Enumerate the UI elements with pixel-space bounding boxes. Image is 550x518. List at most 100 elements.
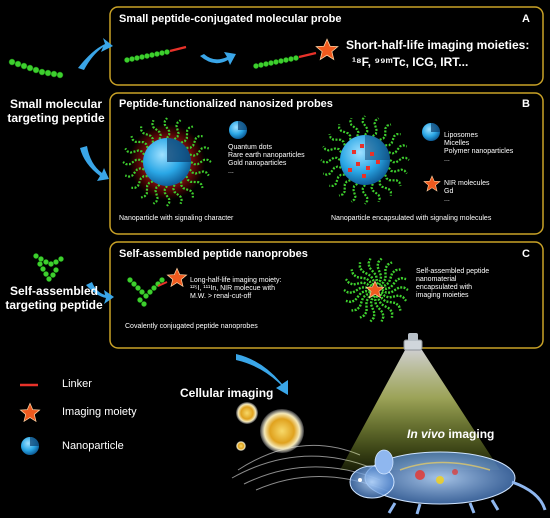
in-vivo-imaging-label: In vivo imaging	[407, 427, 494, 441]
list-item: Rare earth nanoparticles	[228, 152, 305, 159]
small-peptide-label-line1: Small molecular	[9, 97, 103, 111]
peptide-strand	[358, 262, 375, 285]
left-arrows	[78, 38, 114, 304]
peptide-strand	[328, 133, 346, 146]
peptide-strand	[378, 180, 392, 196]
peptide-strand	[124, 147, 146, 156]
peptide-strand	[384, 174, 402, 187]
peptide-strand	[359, 294, 374, 319]
peptide-strand	[186, 135, 203, 149]
panel-b-border	[109, 92, 544, 235]
panel-a-peptide-linker	[124, 45, 187, 63]
peptide-strand	[380, 291, 408, 302]
mouse-illustration	[349, 449, 547, 515]
peptide-strand	[370, 183, 381, 203]
list-item: Liposomes	[444, 132, 478, 139]
panel-b-left-list: Quantum dots Rare earth nanoparticles Go…	[228, 144, 305, 176]
light-beam	[340, 350, 500, 470]
peptide-strand	[322, 145, 343, 153]
peptide-strand	[338, 179, 351, 197]
panel-c-peptide-star	[127, 268, 187, 307]
peptide-strand	[350, 182, 358, 203]
panel-b-right-list-top: Liposomes Micelles Polymer nanoparticles…	[444, 132, 513, 164]
legend-imaging-moiety-label: Imaging moiety	[62, 406, 137, 418]
panel-b-caption-left: Nanoparticle with signaling character	[119, 215, 234, 222]
legend-linker-label: Linker	[62, 378, 92, 390]
panel-c-title: Self-assembled peptide nanoprobes	[119, 248, 308, 260]
list-item: ¹²⁵I, ¹¹¹In, NIR molecue with	[190, 285, 275, 292]
list-item: imaging moieties	[416, 292, 469, 299]
peptide-strand	[140, 126, 154, 143]
list-item: Quantum dots	[228, 144, 272, 151]
peptide-strand	[349, 117, 360, 137]
peptide-strand	[361, 184, 369, 205]
peptide-strand	[122, 158, 144, 166]
peptide-strand	[381, 276, 407, 291]
peptide-strand	[180, 125, 194, 144]
peptide-strand	[381, 286, 409, 294]
peptide-strand	[361, 115, 369, 136]
panel-b-right-list-bottom: NIR molecules Gd ...	[444, 180, 490, 204]
panel-c-caption-left: Covalently conjugated peptide nanoprobes	[125, 323, 258, 330]
panel-a-peptide-star	[253, 38, 339, 69]
list-item: Micelles	[444, 140, 470, 147]
peptide-strand	[140, 180, 154, 199]
peptide-strand	[389, 156, 410, 164]
small-peptide-label: Small molecular targeting peptide	[6, 97, 106, 125]
liposome-icon	[422, 123, 440, 141]
lamp-icon	[403, 333, 423, 351]
list-item: ...	[444, 156, 450, 163]
peptide-strand	[152, 183, 161, 205]
peptide-strand	[369, 295, 376, 323]
peptide-strand	[189, 146, 210, 157]
left-self-assembled-peptide	[33, 253, 64, 282]
cell-small	[236, 402, 258, 424]
peptide-strand	[185, 175, 204, 189]
peptide-strand	[151, 119, 162, 140]
peptide-strand	[387, 167, 408, 175]
list-item: Self-assembled peptide	[416, 268, 490, 275]
self-peptide-label-line1: Self-assembled	[9, 284, 99, 298]
list-item: nanomaterial	[416, 276, 457, 283]
self-assembled-nanomaterial	[343, 257, 409, 323]
panel-b-title: Peptide-functionalized nanosized probes	[119, 98, 333, 110]
self-peptide-label-line2: targeting peptide	[5, 298, 103, 312]
panel-c-letter: C	[522, 248, 530, 260]
cellular-imaging-label: Cellular imaging	[180, 386, 274, 400]
in-vivo-italic: In vivo	[407, 427, 446, 441]
list-item: encapsulated with	[416, 284, 473, 291]
list-item: NIR molecules	[444, 180, 490, 187]
peptide-strand	[329, 173, 345, 187]
panel-b-caption-right: Nanoparticle encapsulated with signaling…	[331, 215, 492, 222]
panel-a-title: Small peptide-conjugated molecular probe	[119, 13, 342, 25]
peptide-strand	[131, 175, 148, 189]
peptide-strand	[173, 119, 182, 141]
panel-b-letter: B	[522, 98, 530, 110]
quantum-dot-icon	[229, 121, 247, 139]
small-peptide-chain	[8, 58, 64, 79]
peptide-strand	[344, 278, 372, 289]
peptide-strand	[350, 269, 373, 287]
peptide-strand	[130, 135, 149, 149]
peptide-strand	[367, 258, 379, 285]
peptide-strand	[163, 185, 171, 207]
list-item: Long-half-life imaging moiety:	[190, 277, 282, 284]
list-item: Gd	[444, 188, 454, 195]
legend-nanoparticle-icon	[21, 437, 39, 455]
peptide-strand	[372, 117, 380, 138]
legend-nanoparticle-label: Nanoparticle	[62, 440, 124, 452]
cell-large	[260, 409, 304, 453]
peptide-strand	[190, 158, 212, 166]
panel-b-glow-nanoparticle	[122, 117, 212, 207]
peptide-strand	[172, 184, 183, 205]
panel-c-self-assembled-text: Self-assembled peptide nanomaterial enca…	[416, 268, 489, 300]
panel-a-moieties-label: Short-half-life imaging moieties:	[346, 38, 530, 52]
list-item: ...	[228, 168, 234, 175]
small-peptide-label-line2: targeting peptide	[7, 111, 105, 125]
list-item: Gold nanoparticles	[228, 160, 287, 167]
cellular-arrow	[236, 354, 288, 395]
peptide-strand	[338, 124, 352, 140]
peptide-strand	[385, 133, 401, 147]
